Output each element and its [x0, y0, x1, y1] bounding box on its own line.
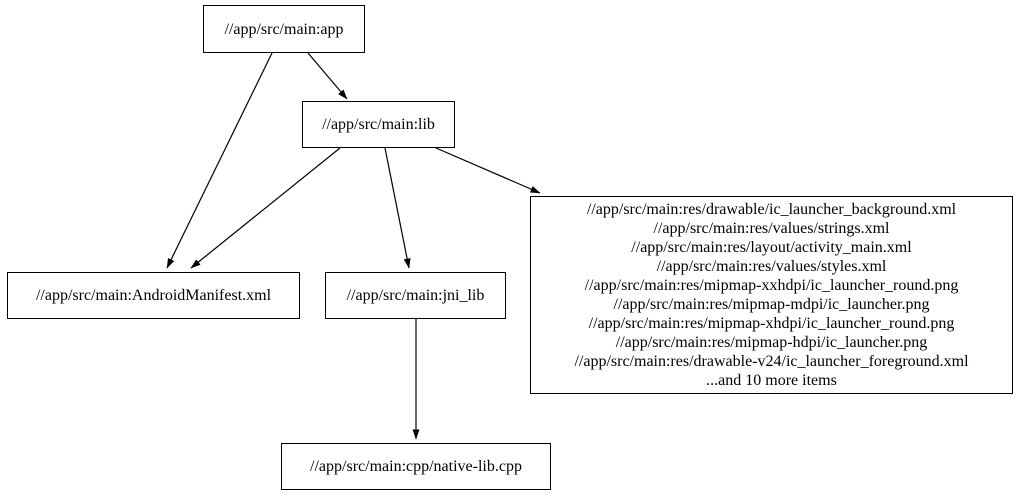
node-jni-lib-label: //app/src/main:jni_lib: [346, 287, 485, 304]
edge-lib-to-jni-lib: [384, 147, 411, 269]
node-jni-lib: //app/src/main:jni_lib: [325, 272, 506, 319]
node-resource-files-group: //app/src/main:res/drawable/ic_launcher_…: [530, 196, 1013, 394]
resource-file-line: //app/src/main:res/layout/activity_main.…: [631, 239, 912, 256]
resource-file-line: //app/src/main:res/mipmap-xhdpi/ic_launc…: [588, 315, 955, 332]
edge-app-to-manifest: [166, 52, 273, 269]
resource-file-line: //app/src/main:res/drawable-v24/ic_launc…: [574, 353, 969, 370]
resource-more-items-line: ...and 10 more items: [706, 372, 837, 389]
edge-app-to-lib: [307, 52, 348, 100]
resource-file-line: //app/src/main:res/mipmap-xxhdpi/ic_laun…: [584, 277, 959, 294]
node-native-lib-cpp: //app/src/main:cpp/native-lib.cpp: [281, 443, 551, 490]
node-native-lib-cpp-label: //app/src/main:cpp/native-lib.cpp: [310, 458, 522, 475]
node-app: //app/src/main:app: [203, 5, 365, 53]
node-app-label: //app/src/main:app: [224, 20, 344, 38]
edge-lib-to-manifest: [190, 147, 341, 269]
resource-file-line: //app/src/main:res/values/styles.xml: [656, 258, 887, 275]
resource-file-line: //app/src/main:res/drawable/ic_launcher_…: [586, 201, 957, 218]
resource-file-line: //app/src/main:res/mipmap-hdpi/ic_launch…: [615, 334, 928, 351]
node-android-manifest: //app/src/main:AndroidManifest.xml: [7, 272, 300, 319]
node-lib-label: //app/src/main:lib: [322, 116, 435, 133]
resource-file-line: //app/src/main:res/values/strings.xml: [653, 220, 890, 237]
resource-file-line: //app/src/main:res/mipmap-mdpi/ic_launch…: [613, 296, 930, 313]
edge-lib-to-resources: [435, 147, 541, 194]
node-lib: //app/src/main:lib: [302, 101, 455, 148]
node-android-manifest-label: //app/src/main:AndroidManifest.xml: [35, 287, 272, 304]
